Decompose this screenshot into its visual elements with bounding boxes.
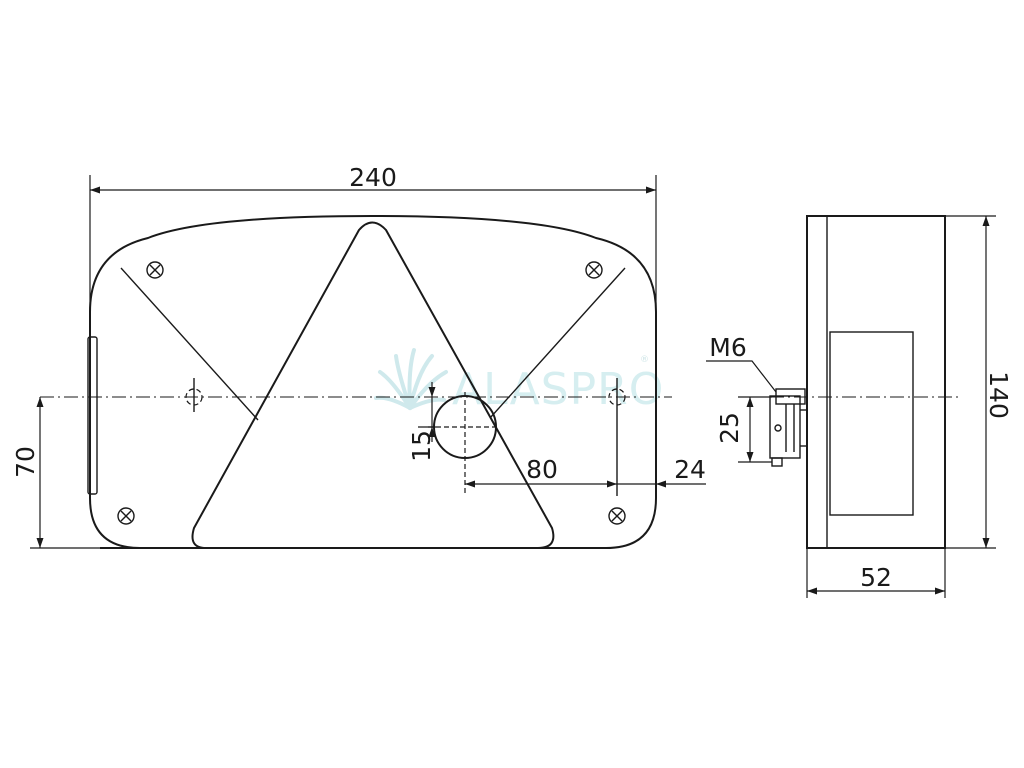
dim-edge-offset: 24 xyxy=(674,455,706,484)
dim-overall-width: 240 xyxy=(349,163,397,192)
side-tab xyxy=(87,336,98,495)
screw-top-right-icon xyxy=(585,261,603,279)
side-view xyxy=(769,215,960,549)
dim-overall-height: 140 xyxy=(984,371,1013,419)
side-dimensions: M6 25 52 140 xyxy=(706,215,1013,598)
dim-bolt-offset: 15 xyxy=(407,430,436,462)
warning-triangle-reflector xyxy=(191,221,555,549)
screw-bottom-left-icon xyxy=(117,507,135,525)
screw-bottom-right-icon xyxy=(608,507,626,525)
dim-depth: 52 xyxy=(860,563,892,592)
divider-right xyxy=(489,267,626,419)
watermark: ALASPRO ® xyxy=(374,348,663,415)
divider-left xyxy=(120,267,259,421)
side-inner-panel xyxy=(829,331,914,516)
front-dimensions: 240 70 15 80 24 xyxy=(11,163,706,549)
screw-top-left-icon xyxy=(146,261,164,279)
dim-bolt-span: 25 xyxy=(715,412,744,444)
leaf-logo-icon xyxy=(374,348,448,410)
watermark-registered-mark: ® xyxy=(640,355,649,365)
dim-hole-spacing: 80 xyxy=(526,455,558,484)
mounting-bolt xyxy=(769,388,806,467)
side-housing xyxy=(806,215,946,549)
dim-height-to-center: 70 xyxy=(11,446,40,478)
dim-thread-size: M6 xyxy=(709,333,746,362)
